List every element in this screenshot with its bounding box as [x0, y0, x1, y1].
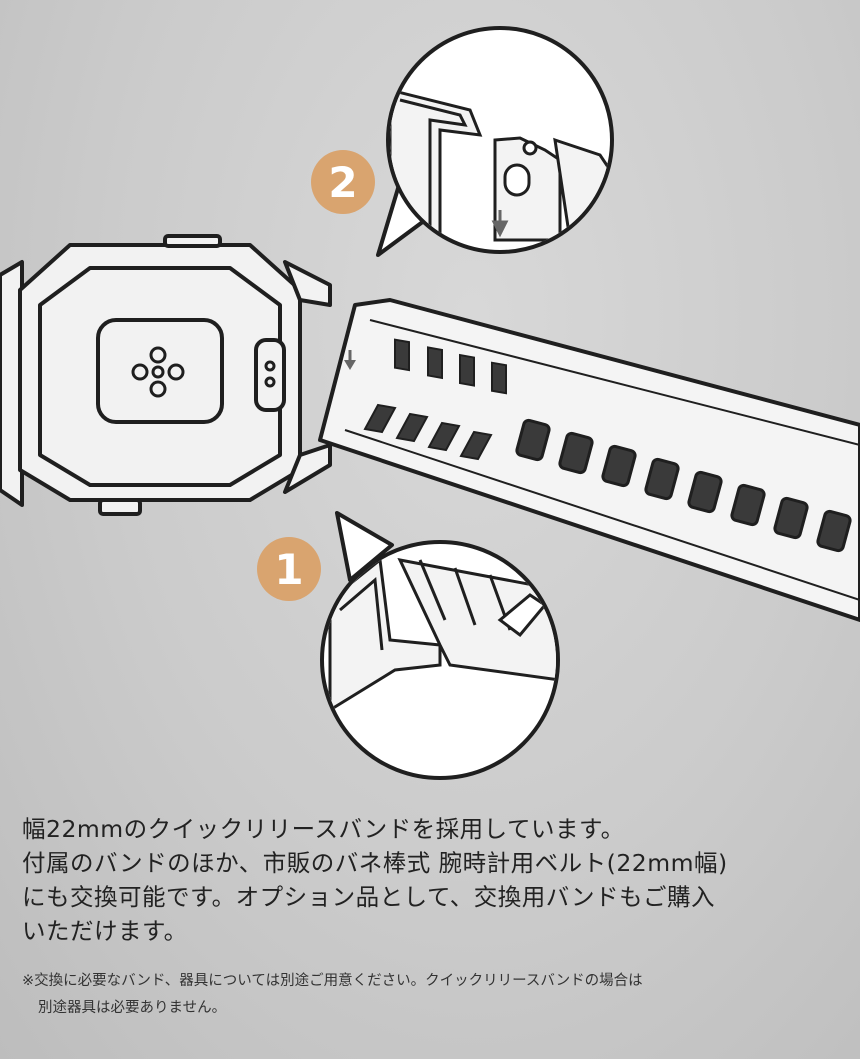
zoom-callout-step-2	[376, 26, 614, 257]
description-block: 幅22mmのクイックリリースバンドを採用しています。 付属のバンドのほか、市販の…	[22, 812, 852, 1022]
description-text: 幅22mmのクイックリリースバンドを採用しています。 付属のバンドのほか、市販の…	[22, 812, 852, 948]
footnote-line-2: 別途器具は必要ありません。	[38, 1000, 227, 1016]
description-line-4: いただけます。	[22, 917, 188, 945]
footnote-line-1: ※交換に必要なバンド、器具については別途ご用意ください。クイックリリースバンドの…	[22, 973, 643, 989]
step-1-badge: 1	[257, 537, 321, 601]
watch-body	[0, 234, 332, 516]
zoom-callout-step-1	[320, 511, 560, 780]
watch-band-illustration	[0, 26, 860, 780]
watch-back-sensors	[131, 346, 276, 398]
description-line-2: 付属のバンドのほか、市販のバネ棒式 腕時計用ベルト(22mm幅)	[22, 849, 728, 877]
description-line-1: 幅22mmのクイックリリースバンドを採用しています。	[22, 815, 625, 843]
watch-band	[318, 298, 860, 622]
footnote: ※交換に必要なバンド、器具については別途ご用意ください。クイックリリースバンドの…	[22, 968, 852, 1022]
description-line-3: にも交換可能です。オプション品として、交換用バンドもご購入	[22, 883, 715, 911]
step-2-badge: 2	[311, 150, 375, 214]
